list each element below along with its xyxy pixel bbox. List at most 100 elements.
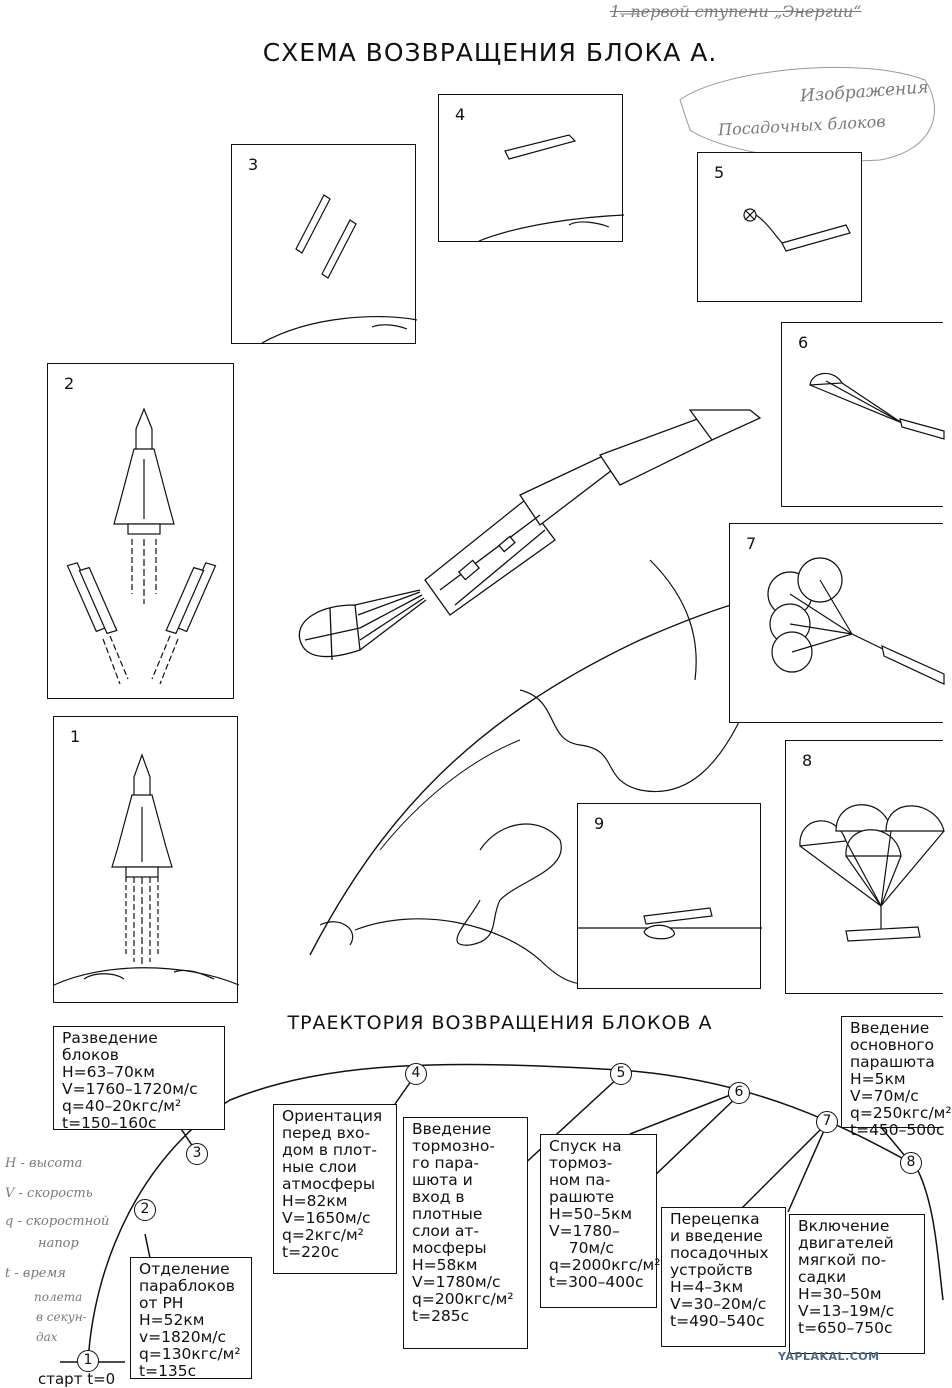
info-line: блоков [62, 1046, 119, 1064]
info-line: V=1780м/с [412, 1273, 501, 1291]
info-line: основного [850, 1036, 935, 1054]
landing-drawing [578, 907, 762, 940]
info-line: q=200кгс/м² [412, 1290, 514, 1308]
panel-1: 1 [53, 716, 240, 1003]
panel-number: 5 [714, 163, 725, 182]
info-line: V=1760–1720м/с [62, 1080, 198, 1098]
panel-number: 1 [70, 727, 81, 746]
info-line: q=2кгс/м² [282, 1226, 364, 1244]
info-line: ные слои [282, 1158, 357, 1176]
info-line: V=30–20м/с [670, 1295, 767, 1313]
panel-9: 9 [577, 803, 762, 989]
info-line: Введение [850, 1019, 930, 1037]
info-line: t=300–400с [549, 1273, 644, 1291]
info-line: плотные [412, 1205, 483, 1223]
descent-on-drogue-drawing [809, 372, 945, 440]
panel-4: 4 [438, 94, 625, 242]
info-line: устройств [670, 1261, 753, 1279]
trajectory-node-5: 5 [610, 1063, 632, 1085]
trajectory-node-2: 2 [134, 1199, 156, 1221]
info-line: рашюте [549, 1188, 615, 1206]
info-line: H=63–70км [62, 1063, 155, 1081]
info-line: слои ат- [412, 1222, 480, 1240]
handwritten-legend-t2: полета [34, 1290, 83, 1304]
info-line: H=50–5км [549, 1205, 633, 1223]
info-line: 70м/с [549, 1239, 614, 1257]
panel-number: 9 [594, 814, 605, 833]
panel-7: 7 [729, 523, 945, 723]
handwritten-note-top: 1. первой ступени „Энергии“ [610, 2, 862, 21]
info-line: тормозно- [412, 1137, 495, 1155]
info-line: V=70м/с [850, 1087, 919, 1105]
info-line: и введение [670, 1227, 763, 1245]
info-line: q=250кгс/м² [850, 1104, 952, 1122]
start-label: старт t=0 [38, 1370, 116, 1388]
info-line: Разведение [62, 1029, 158, 1047]
handwritten-legend-t4: дах [36, 1330, 58, 1344]
info-line: Введение [412, 1120, 492, 1138]
info-line: H=30–50м [798, 1285, 882, 1303]
info-line: q=2000кгс/м² [549, 1256, 661, 1274]
handwritten-legend-t3: в секун- [36, 1310, 87, 1324]
booster-separation-drawing [66, 407, 217, 685]
info-line: Включение [798, 1217, 890, 1235]
info-line: дом в плот- [282, 1141, 378, 1159]
info-line: посадочных [670, 1244, 769, 1262]
trajectory-node-8: 8 [900, 1152, 922, 1174]
info-line: от РН [139, 1294, 184, 1312]
handwritten-legend-q: q - скоростной [5, 1214, 110, 1229]
central-block-drawing [298, 409, 762, 661]
info-line: мосферы [412, 1239, 487, 1257]
drogue-chute-drawing [743, 208, 851, 252]
info-line: t=450–500с [850, 1121, 945, 1139]
info-line: Перецепка [670, 1210, 760, 1228]
blocks-separation-drawing [261, 194, 418, 344]
info-line: го пара- [412, 1154, 480, 1172]
panel-3: 3 [231, 144, 418, 344]
diagram-title: СХЕМА ВОЗВРАЩЕНИЯ БЛОКА А. [262, 38, 718, 67]
trajectory-node-1: 1 [77, 1350, 99, 1372]
trajectory-node-3: 3 [186, 1143, 208, 1165]
info-line: V=1780– [549, 1222, 620, 1240]
info-line: параблоков [139, 1277, 235, 1295]
info-line: H=52км [139, 1311, 205, 1329]
info-line: H=58км [412, 1256, 478, 1274]
info-line: V=1650м/с [282, 1209, 371, 1227]
info-line: перед вхо- [282, 1124, 371, 1142]
panel-2: 2 [47, 363, 234, 699]
info-line: t=490–540с [670, 1312, 765, 1330]
main-chute-deployment-drawing [767, 557, 945, 685]
info-line: v=1820м/с [139, 1328, 227, 1346]
info-line: Спуск на [549, 1137, 622, 1155]
info-line: мягкой по- [798, 1251, 887, 1269]
info-line: атмосферы [282, 1175, 376, 1193]
info-line: V=13–19м/с [798, 1302, 895, 1320]
panel-number: 2 [64, 374, 75, 393]
handwritten-legend-q2: напор [38, 1236, 79, 1251]
info-line: Ориентация [282, 1107, 383, 1125]
panel-6: 6 [781, 322, 945, 507]
trajectory-node-6: 6 [728, 1082, 750, 1104]
trajectory-node-4: 4 [405, 1063, 427, 1085]
orientation-drawing [478, 134, 625, 242]
trajectory-node-7: 7 [816, 1111, 838, 1133]
info-line: Отделение [139, 1260, 230, 1278]
info-line: вход в [412, 1188, 465, 1206]
info-line: q=130кгс/м² [139, 1345, 241, 1363]
panel-8: 8 [785, 740, 945, 994]
handwritten-legend-h: H - высота [5, 1156, 83, 1171]
handwritten-legend-t: t - время [5, 1266, 66, 1281]
info-line: t=220с [282, 1243, 340, 1261]
info-line: двигателей [798, 1234, 894, 1252]
handwritten-legend-v: V - скорость [5, 1186, 93, 1201]
info-line: t=135с [139, 1362, 197, 1380]
shuttle-launch-drawing [53, 753, 240, 986]
info-line: тормоз- [549, 1154, 613, 1172]
